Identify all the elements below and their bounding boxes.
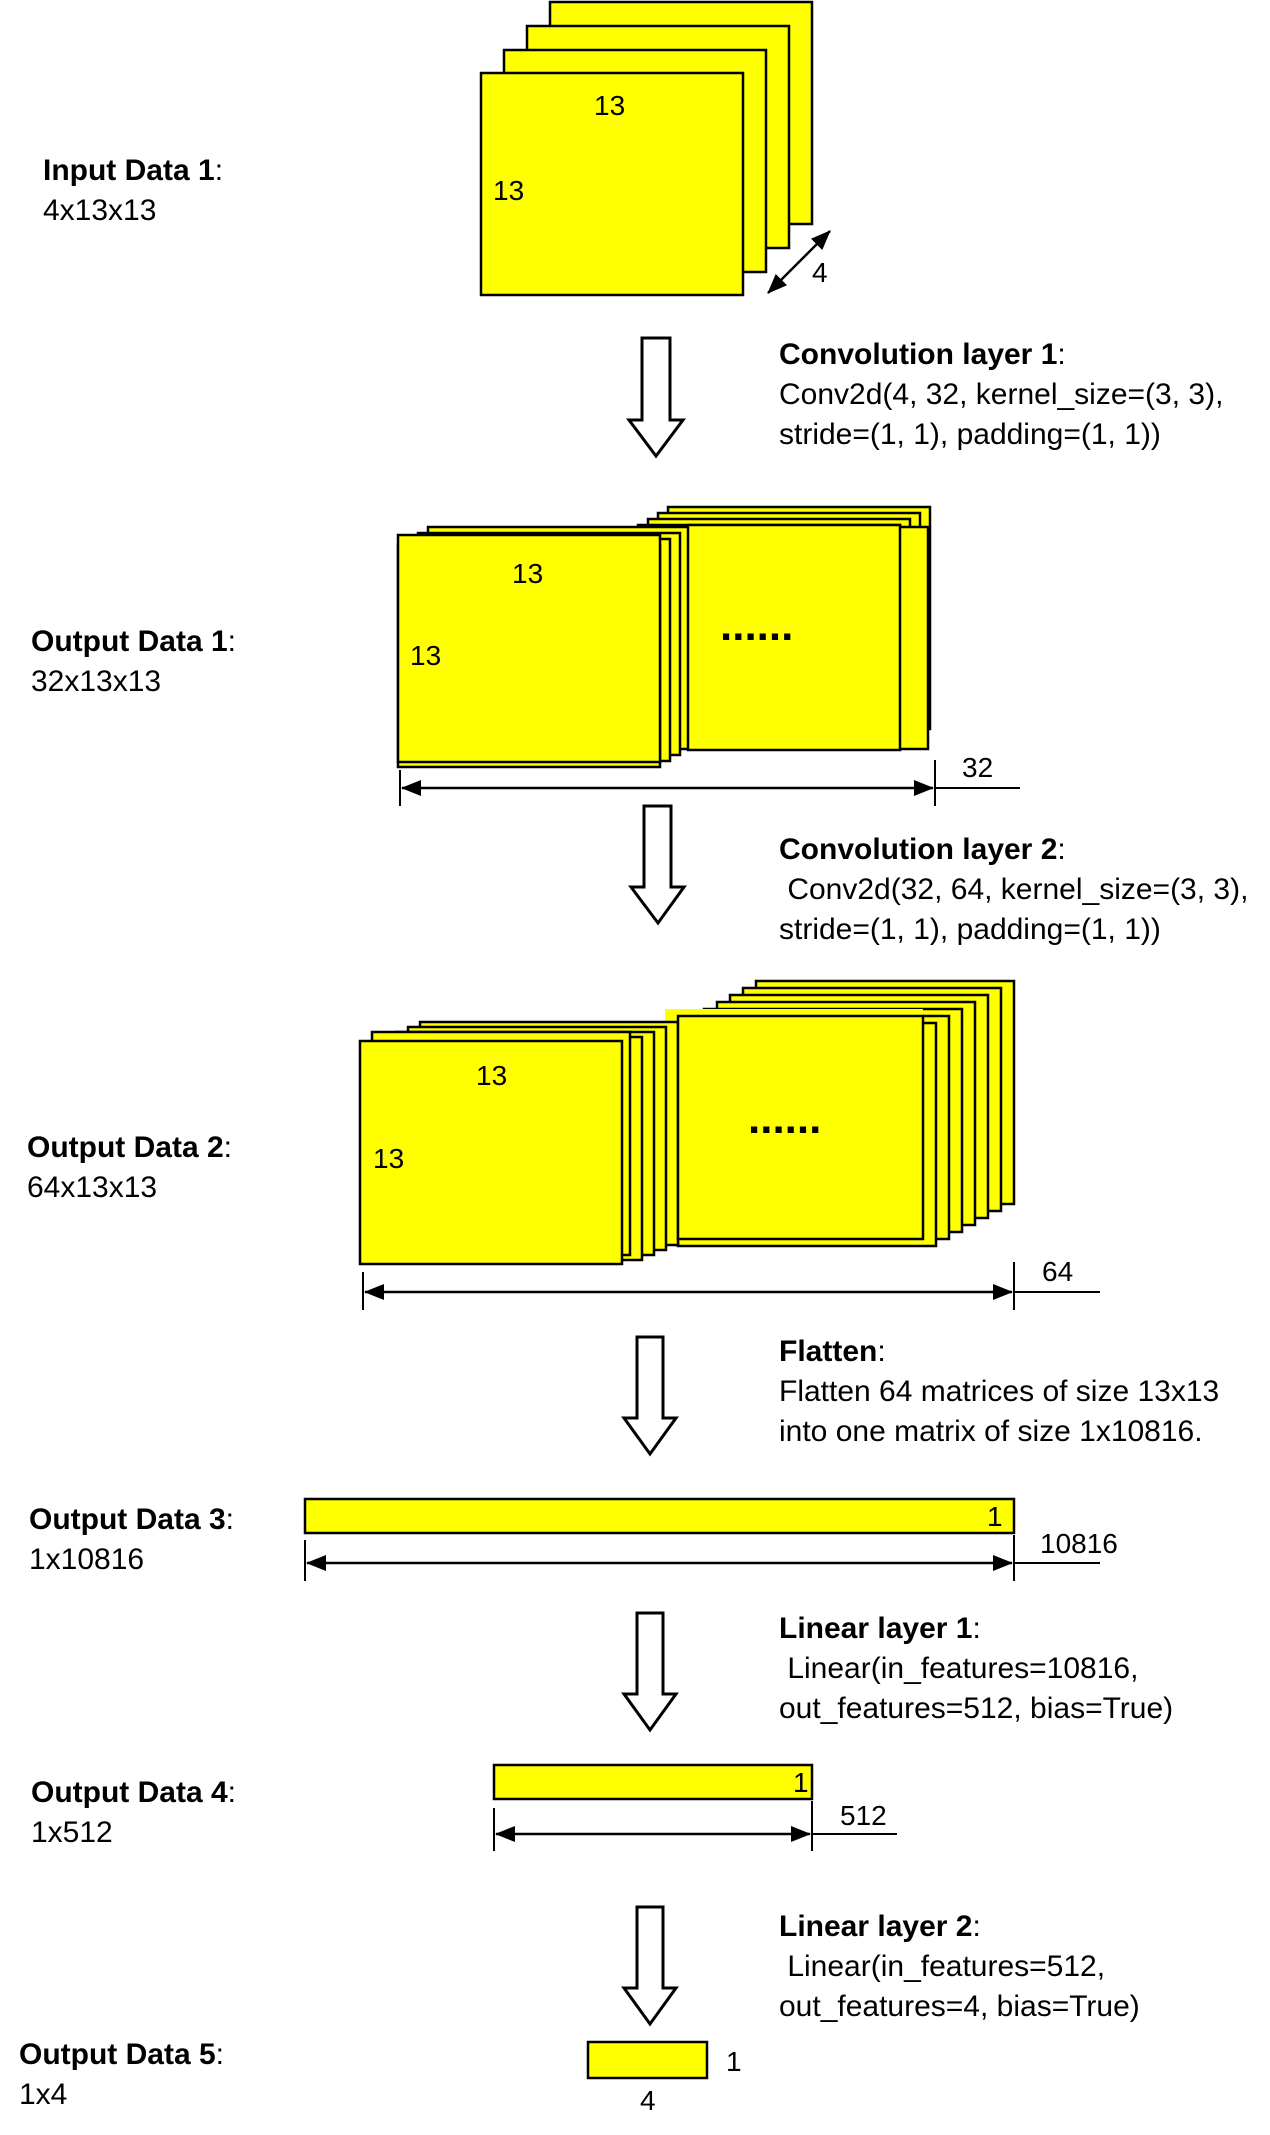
- output-data-1-stack: 13 13 ...... 32: [396, 505, 1020, 806]
- output-data-3-label: Output Data 3: 1x10816: [29, 1503, 234, 1576]
- linear-layer-2-desc: Linear layer 2: Linear(in_features=512, …: [779, 1910, 1140, 2023]
- output-2-height-label: 13: [373, 1143, 404, 1174]
- output-data-3-title: Output Data 3: [29, 1503, 226, 1536]
- output-5-row-label: 1: [726, 2046, 742, 2077]
- linear-layer-2-line: Linear(in_features=512,: [779, 1950, 1105, 1983]
- output-data-4-label: Output Data 4: 1x512: [31, 1776, 236, 1849]
- output-data-2-label: Output Data 2: 64x13x13: [27, 1131, 232, 1204]
- flatten-title: Flatten: [779, 1335, 877, 1368]
- flatten-line: into one matrix of size 1x10816.: [779, 1415, 1203, 1448]
- svg-text:Output Data 5:: Output Data 5:: [19, 2038, 224, 2071]
- linear-layer-1-title: Linear layer 1: [779, 1612, 972, 1645]
- output-data-5-label: Output Data 5: 1x4: [19, 2038, 224, 2111]
- output-data-4-vector: 1 512: [492, 1763, 897, 1851]
- svg-text:Convolution layer 1:: Convolution layer 1:: [779, 338, 1066, 371]
- ellipsis: ......: [720, 601, 793, 650]
- conv-layer-1-title: Convolution layer 1: [779, 338, 1057, 371]
- hollow-down-arrow-icon: [621, 1905, 679, 2027]
- input-data-1-title: Input Data 1: [43, 154, 215, 187]
- linear-layer-2-line: out_features=4, bias=True): [779, 1990, 1140, 2023]
- feature-sheet: [358, 1039, 624, 1266]
- feature-sheet: [479, 71, 745, 297]
- hollow-down-arrow-icon: [628, 804, 687, 926]
- hollow-down-arrow-icon: [621, 1335, 679, 1457]
- output-3-length-label: 10816: [1040, 1528, 1118, 1559]
- input-width-label: 13: [594, 90, 625, 121]
- output-5-length-label: 4: [640, 2085, 656, 2116]
- svg-text:Output Data 2:: Output Data 2:: [27, 1131, 232, 1164]
- input-data-1-shape: 4x13x13: [43, 194, 156, 227]
- input-height-label: 13: [493, 175, 524, 206]
- svg-text:Convolution layer 2:: Convolution layer 2:: [779, 833, 1066, 866]
- linear-layer-2-title: Linear layer 2: [779, 1910, 972, 1943]
- output-data-5-shape: 1x4: [19, 2078, 67, 2111]
- feature-sheet: [676, 1014, 925, 1241]
- input-data-1-stack: 13 13 4: [479, 0, 831, 297]
- output-data-2-title: Output Data 2: [27, 1131, 224, 1164]
- output-data-1-label: Output Data 1: 32x13x13: [31, 625, 236, 698]
- output-data-3-vector: 1 10816: [303, 1497, 1118, 1581]
- output-data-4-title: Output Data 4: [31, 1776, 228, 1809]
- output-data-1-title: Output Data 1: [31, 625, 228, 658]
- output-1-depth-label: 32: [962, 752, 993, 783]
- svg-text:Output Data 1:: Output Data 1:: [31, 625, 236, 658]
- linear-layer-1-line: out_features=512, bias=True): [779, 1692, 1173, 1725]
- svg-text:Output Data 4:: Output Data 4:: [31, 1776, 236, 1809]
- feature-sheet: [686, 523, 902, 752]
- input-data-1-label: Input Data 1: 4x13x13: [43, 154, 223, 227]
- hollow-down-arrow-icon: [626, 336, 686, 459]
- output-data-5-vector: 1 4: [586, 2040, 742, 2116]
- depth-arrow-icon: [767, 230, 831, 294]
- conv-layer-1-desc: Convolution layer 1: Conv2d(4, 32, kerne…: [779, 338, 1223, 451]
- linear-layer-1-desc: Linear layer 1: Linear(in_features=10816…: [779, 1612, 1173, 1725]
- vector-bar: [303, 1497, 1016, 1535]
- output-data-2-stack: 13 13 ...... 64: [358, 979, 1100, 1310]
- svg-text:Linear layer 1:: Linear layer 1:: [779, 1612, 981, 1645]
- svg-text:Output Data 3:: Output Data 3:: [29, 1503, 234, 1536]
- output-data-1-shape: 32x13x13: [31, 665, 161, 698]
- svg-text:Flatten:: Flatten:: [779, 1335, 886, 1368]
- output-2-depth-label: 64: [1042, 1256, 1073, 1287]
- vector-bar: [492, 1763, 814, 1801]
- output-3-row-label: 1: [987, 1501, 1003, 1532]
- output-1-width-label: 13: [512, 558, 543, 589]
- output-data-3-shape: 1x10816: [29, 1543, 144, 1576]
- output-1-height-label: 13: [410, 640, 441, 671]
- vector-bar: [586, 2040, 709, 2080]
- flatten-line: Flatten 64 matrices of size 13x13: [779, 1375, 1219, 1408]
- ellipsis: ......: [748, 1094, 821, 1143]
- conv-layer-2-desc: Convolution layer 2: Conv2d(32, 64, kern…: [779, 833, 1248, 946]
- conv-layer-2-line: Conv2d(32, 64, kernel_size=(3, 3),: [779, 873, 1248, 906]
- output-data-5-title: Output Data 5: [19, 2038, 216, 2071]
- output-4-length-label: 512: [840, 1800, 887, 1831]
- svg-text:Input Data 1:: Input Data 1:: [43, 154, 223, 187]
- conv-layer-2-title: Convolution layer 2: [779, 833, 1057, 866]
- output-data-2-shape: 64x13x13: [27, 1171, 157, 1204]
- conv-layer-1-line: Conv2d(4, 32, kernel_size=(3, 3),: [779, 378, 1223, 411]
- conv-layer-2-line: stride=(1, 1), padding=(1, 1)): [779, 913, 1161, 946]
- output-data-4-shape: 1x512: [31, 1816, 113, 1849]
- output-2-width-label: 13: [476, 1060, 507, 1091]
- feature-sheet: [396, 533, 662, 764]
- hollow-down-arrow-icon: [621, 1611, 679, 1733]
- input-depth-label: 4: [812, 257, 828, 288]
- svg-text:Linear layer 2:: Linear layer 2:: [779, 1910, 981, 1943]
- output-4-row-label: 1: [793, 1767, 809, 1798]
- conv-layer-1-line: stride=(1, 1), padding=(1, 1)): [779, 418, 1161, 451]
- flatten-desc: Flatten: Flatten 64 matrices of size 13x…: [779, 1335, 1219, 1448]
- linear-layer-1-line: Linear(in_features=10816,: [779, 1652, 1138, 1685]
